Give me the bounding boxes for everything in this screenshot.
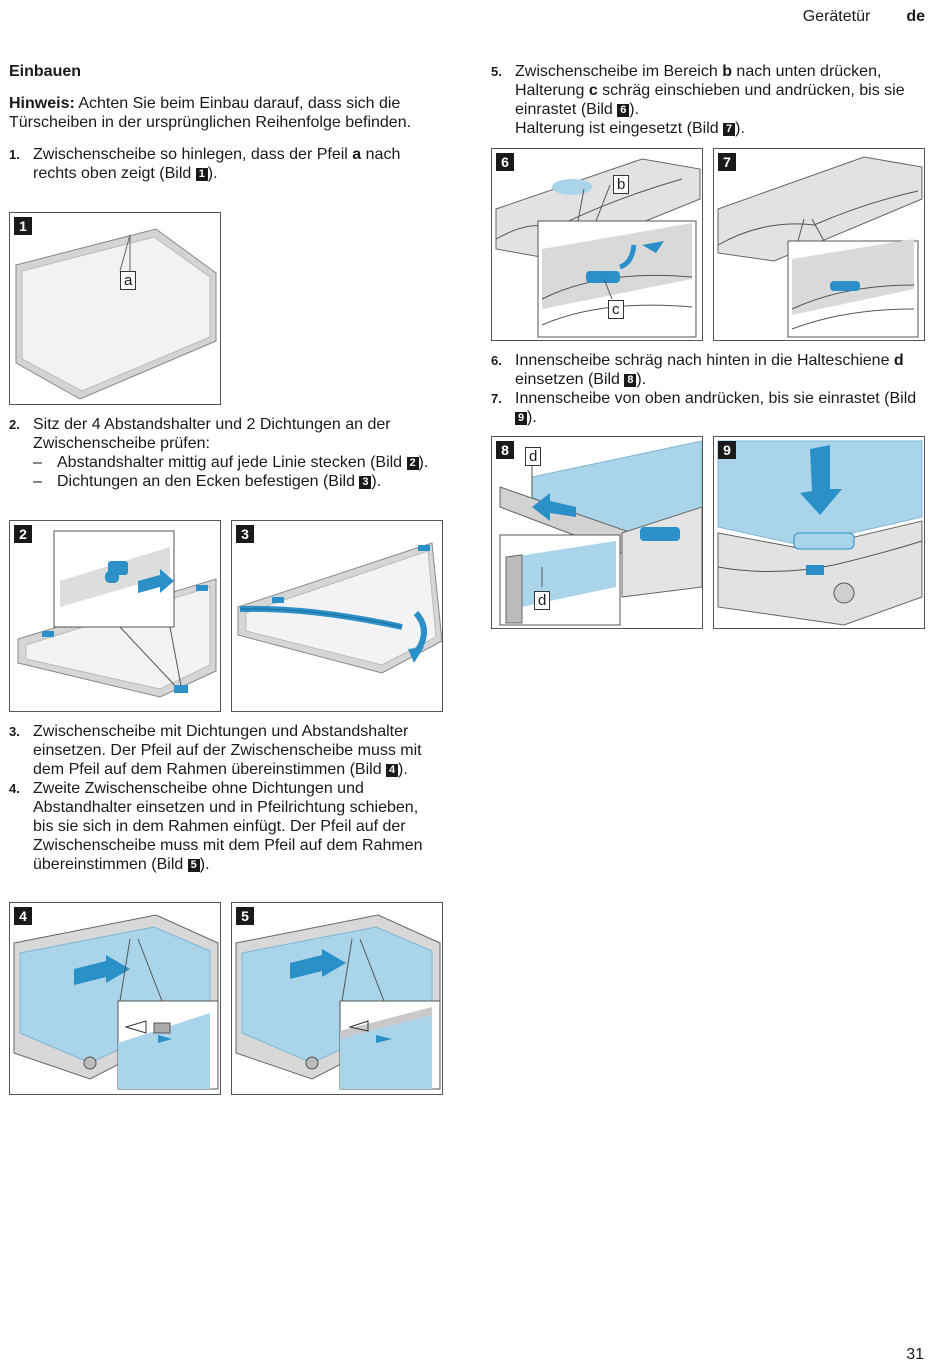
holder-insert-illustration (495, 158, 701, 338)
figure-badge: 7 (718, 153, 736, 171)
pane-seal-illustration (237, 542, 442, 674)
figure-7: 7 (713, 148, 925, 341)
figure-1: 1 a (9, 212, 221, 405)
inner-pane-press-illustration (717, 440, 923, 626)
label-a: a (120, 271, 137, 290)
figure-ref: 9 (515, 412, 527, 425)
figure-ref: 8 (624, 374, 637, 387)
step-3: 3.Zwischenscheibe mit Dichtungen und Abs… (9, 723, 422, 778)
figure-ref: 4 (386, 764, 399, 777)
label-d-bottom: d (534, 591, 551, 610)
inner-pane-insert-illustration (499, 440, 702, 626)
figure-3: 3 (231, 520, 443, 712)
step-2-bullet-2: –Dichtungen an den Ecken befestigen (Bil… (33, 473, 382, 490)
figure-6: 6 b c (491, 148, 703, 341)
right-column-steps-6-7: 6.Innenscheibe schräg nach hinten in die… (491, 351, 927, 427)
figure-5: 5 (231, 902, 443, 1095)
left-column: Einbauen Hinweis: Achten Sie beim Einbau… (9, 62, 441, 183)
page-header: Gerätetür de (803, 8, 925, 26)
figure-badge: 4 (14, 907, 32, 925)
figure-8: 8 d d (491, 436, 703, 629)
figure-badge: 2 (14, 525, 32, 543)
label-c: c (608, 300, 624, 319)
left-column-steps-2: 2.Sitz der 4 Abstandshalter und 2 Dichtu… (9, 415, 441, 491)
page-number: 31 (906, 1346, 924, 1363)
figure-ref: 2 (406, 457, 419, 470)
section-title: Gerätetür (802, 8, 871, 25)
figure-badge: 3 (236, 525, 254, 543)
section-heading: Einbauen (9, 63, 82, 80)
step-1: 1.Zwischenscheibe so hinlegen, dass der … (9, 146, 401, 182)
figure-ref: 7 (723, 123, 736, 136)
figure-9: 9 (713, 436, 925, 629)
step-7: 7.Innenscheibe von oben andrücken, bis s… (491, 390, 917, 426)
label-d-top: d (525, 447, 542, 466)
figure-badge: 5 (236, 907, 254, 925)
note: Hinweis: Achten Sie beim Einbau darauf, … (9, 95, 412, 131)
step-6: 6.Innenscheibe schräg nach hinten in die… (491, 352, 904, 388)
step-4: 4.Zweite Zwischenscheibe ohne Dichtungen… (9, 780, 423, 873)
left-column-steps-3: 3.Zwischenscheibe mit Dichtungen und Abs… (9, 722, 429, 874)
step-2: 2.Sitz der 4 Abstandshalter und 2 Dichtu… (9, 416, 391, 452)
frame-insert-illustration (13, 914, 219, 1090)
figure-badge: 8 (496, 441, 514, 459)
label-b: b (613, 175, 630, 194)
figure-ref: 5 (187, 859, 200, 872)
figure-ref: 3 (359, 476, 372, 489)
pane-illustration (15, 228, 217, 400)
step-2-bullet-1: –Abstandshalter mittig auf jede Linie st… (33, 454, 429, 471)
figure-4: 4 (9, 902, 221, 1095)
figure-2: 2 (9, 520, 221, 712)
language-code: de (906, 8, 925, 25)
frame-insert-illustration (235, 914, 441, 1090)
step-5: 5.Zwischenscheibe im Bereich b nach unte… (491, 63, 905, 137)
figure-badge: 6 (496, 153, 514, 171)
figure-ref: 6 (617, 104, 630, 117)
pane-spacer-illustration (17, 530, 217, 698)
holder-inserted-illustration (717, 156, 923, 338)
right-column-step-5: 5.Zwischenscheibe im Bereich b nach unte… (491, 62, 927, 138)
figure-ref: 1 (195, 168, 208, 181)
figure-badge: 1 (14, 217, 32, 235)
figure-badge: 9 (718, 441, 736, 459)
